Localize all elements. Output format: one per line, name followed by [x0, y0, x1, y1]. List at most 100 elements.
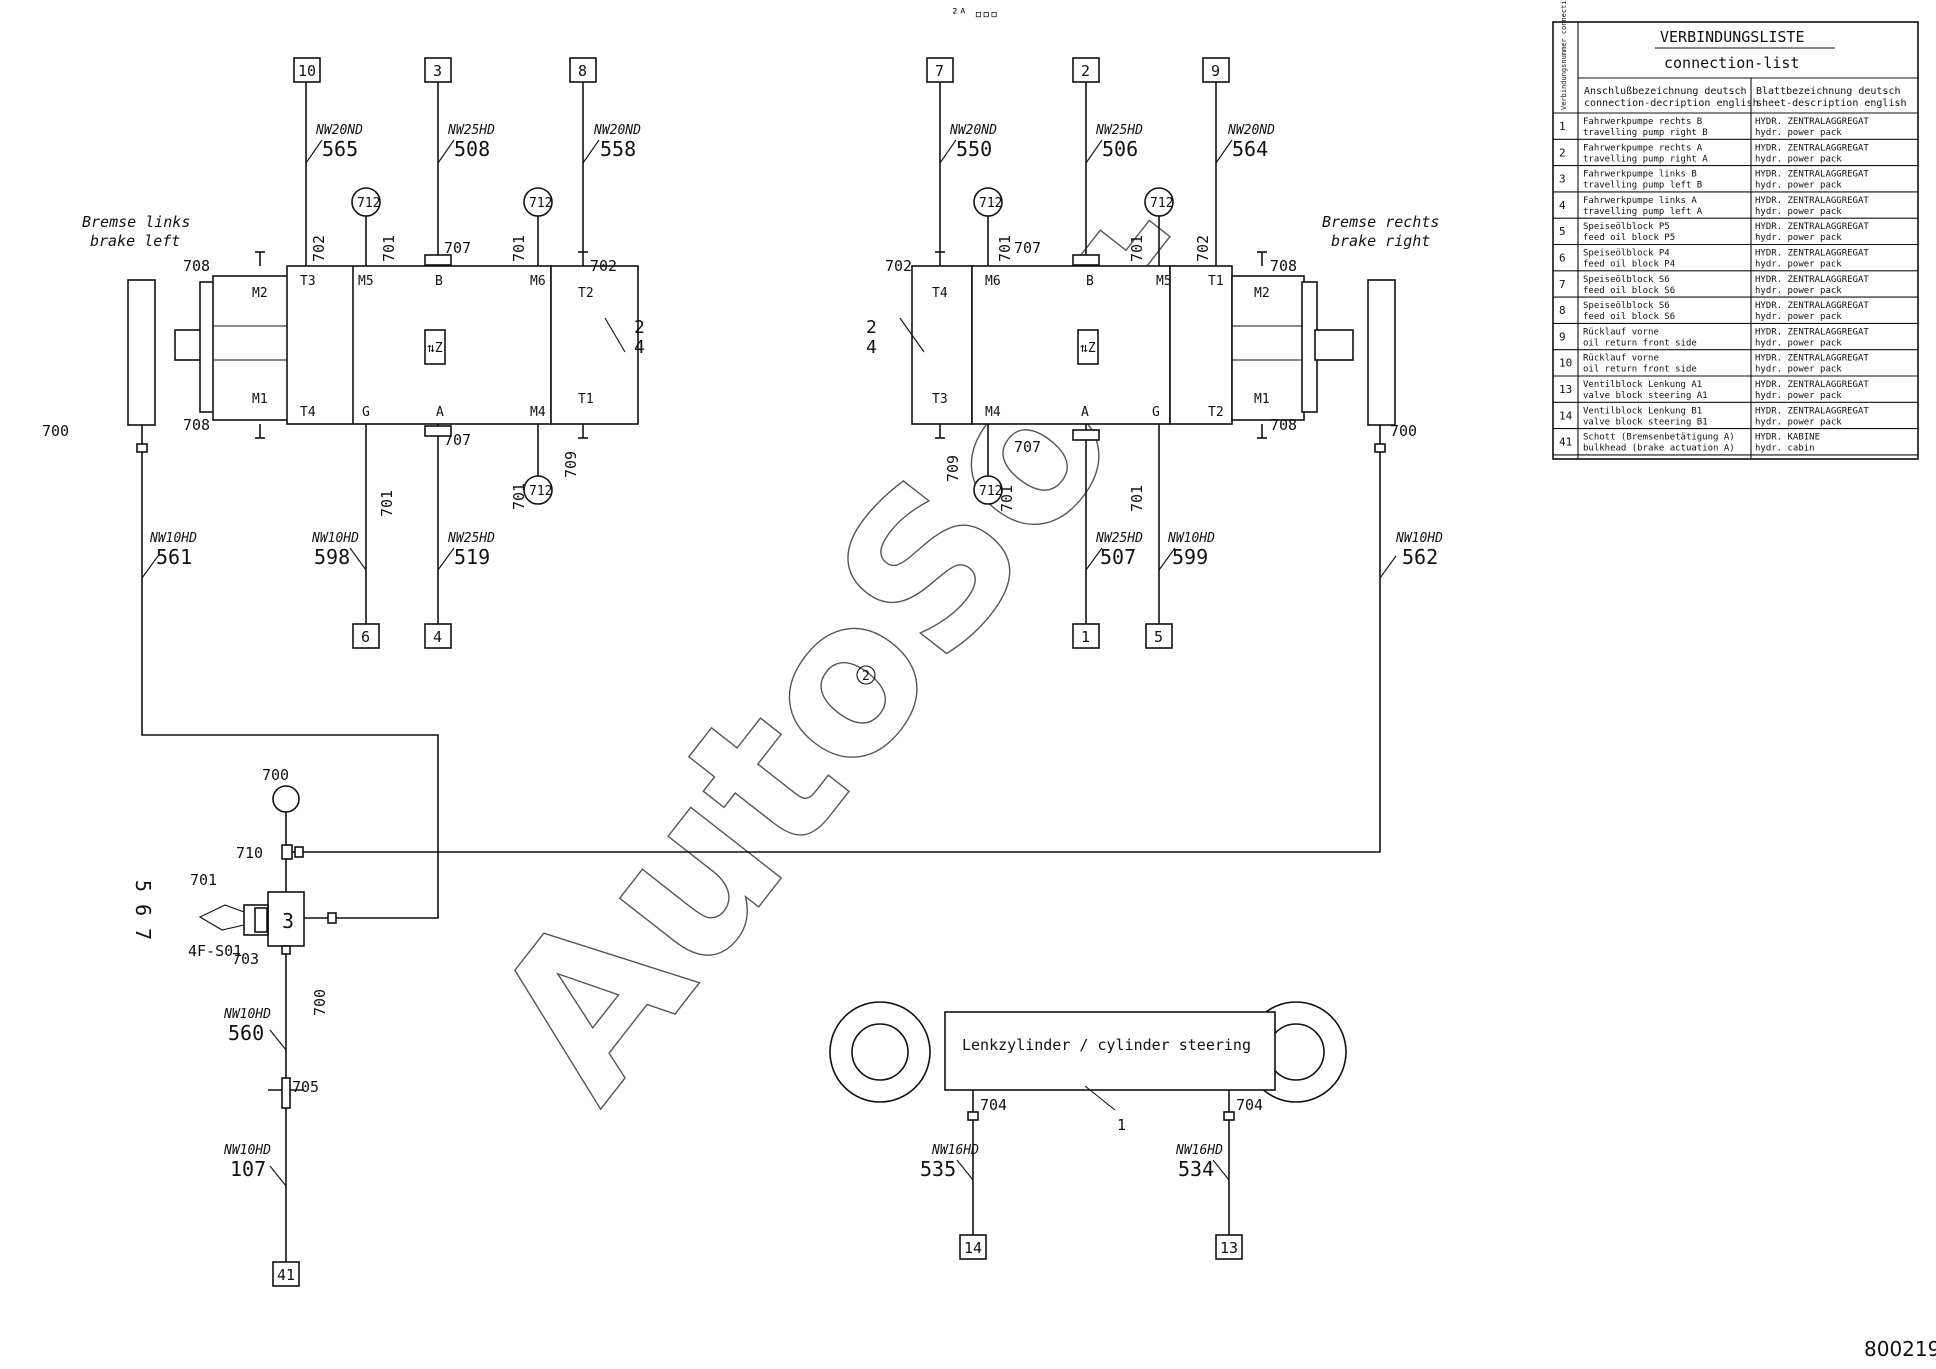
callout-2: 2 — [862, 669, 870, 684]
table-row-number: 1 — [1559, 120, 1566, 133]
port-m4: M4 — [530, 405, 546, 420]
port-t2: T2 — [1208, 405, 1224, 420]
gauge-712: 712 — [357, 196, 380, 211]
table-title-de: VERBINDUNGSLISTE — [1660, 28, 1805, 46]
right-side-label-b: 4 — [866, 337, 877, 358]
port-m1: M1 — [1254, 392, 1270, 407]
label-709: 709 — [562, 451, 580, 478]
label-708: 708 — [183, 257, 210, 275]
table-row-number: 8 — [1559, 304, 1566, 317]
label-701: 701 — [1128, 235, 1146, 262]
table-row-number: 6 — [1559, 252, 1566, 265]
terminal-41: 41 — [277, 1266, 295, 1284]
hose-type-534: NW16HD — [1175, 1143, 1223, 1158]
port-t4: T4 — [300, 405, 316, 420]
table-row-connection-en: feed oil block P4 — [1583, 260, 1675, 270]
hose-type-508: NW25HD — [447, 123, 495, 138]
terminal-7: 7 — [935, 62, 944, 80]
table-row-connection-de: Speiseölblock P5 — [1583, 222, 1670, 232]
port-b: B — [435, 274, 443, 289]
label-701: 701 — [510, 483, 528, 510]
table-row-connection-en: feed oil block S6 — [1583, 312, 1675, 322]
table-col1-en: connection-decription english — [1584, 98, 1759, 109]
terminal-6: 6 — [361, 628, 370, 646]
label-704: 704 — [1236, 1096, 1263, 1114]
label-700: 700 — [311, 989, 329, 1016]
port-a: A — [1081, 405, 1089, 420]
table-row-connection-de: Speiseölblock S6 — [1583, 275, 1670, 285]
terminal-2: 2 — [1081, 62, 1090, 80]
brake-left-en: brake left — [90, 232, 180, 250]
label-700: 700 — [262, 766, 289, 784]
table-row-number: 13 — [1559, 383, 1572, 396]
gauge-712: 712 — [979, 484, 1002, 499]
gauge-712: 712 — [529, 196, 552, 211]
terminal-1: 1 — [1081, 628, 1090, 646]
hose-type-506: NW25HD — [1095, 123, 1143, 138]
hose-type-599: NW10HD — [1167, 531, 1215, 546]
table-row-sheet-en: hydr. power pack — [1755, 338, 1842, 348]
terminal-13: 13 — [1220, 1239, 1238, 1257]
table-row-number: 10 — [1559, 357, 1572, 370]
table-row-connection-de: Schott (Bremsenbetätigung A) — [1583, 433, 1735, 443]
hose-type-535: NW16HD — [931, 1143, 979, 1158]
table-row-connection-en: travelling pump left B — [1583, 181, 1702, 191]
table-col1-de: Anschlußbezeichnung deutsch — [1584, 86, 1747, 97]
hose-type-558: NW20ND — [593, 123, 641, 138]
connection-list-table: VERBINDUNGSLISTE connection-list Verbind… — [1552, 0, 1919, 460]
hose-506: 506 — [1102, 137, 1138, 161]
label-702: 702 — [885, 257, 912, 275]
right-side-label: 2 — [866, 317, 877, 338]
table-row-number: 2 — [1559, 146, 1566, 159]
port-t2: T2 — [578, 286, 594, 301]
hose-507: 507 — [1100, 545, 1136, 569]
left-pump-unit: Bremse links brake left ⇅Z M2 M1 T3 T4 M… — [42, 187, 645, 517]
port-t3: T3 — [300, 274, 316, 289]
table-row-sheet-de: HYDR. ZENTRALAGGREGAT — [1755, 143, 1869, 153]
terminal-9: 9 — [1211, 62, 1220, 80]
hose-type-562: NW10HD — [1395, 531, 1443, 546]
table-row-sheet-en: hydr. power pack — [1755, 286, 1842, 296]
table-row-number: 41 — [1559, 436, 1572, 449]
left-bottom-hoses: NW10HD 598 NW25HD 519 — [311, 424, 495, 624]
table-row-sheet-en: hydr. power pack — [1755, 207, 1842, 217]
label-703: 703 — [232, 950, 259, 968]
brake-block-left — [127, 279, 156, 426]
port-m5: M5 — [1156, 274, 1172, 289]
port-t1: T1 — [1208, 274, 1224, 289]
table-title-en: connection-list — [1664, 54, 1799, 72]
table-row-connection-de: Fahrwerkpumpe links B — [1583, 170, 1697, 180]
table-row-sheet-de: HYDR. ZENTRALAGGREGAT — [1755, 222, 1869, 232]
drawing-number: 800219 — [1864, 1337, 1936, 1361]
port-m2: M2 — [1254, 286, 1270, 301]
table-row-connection-en: oil return front side — [1583, 365, 1697, 375]
table-row-connection-de: Ventilblock Lenkung B1 — [1583, 406, 1702, 416]
hose-type-519: NW25HD — [447, 531, 495, 546]
brake-lines: NW10HD 561 NW10HD 562 — [136, 425, 1443, 919]
table-row-number: 9 — [1559, 330, 1566, 343]
right-center-icon: ⇅Z — [1080, 341, 1096, 356]
port-m1: M1 — [252, 392, 268, 407]
label-701: 701 — [380, 235, 398, 262]
terminal-3: 3 — [433, 62, 442, 80]
label-707: 707 — [1014, 239, 1041, 257]
left-side-label: 2 — [634, 317, 645, 338]
brake-right-de: Bremse rechts — [1322, 213, 1439, 231]
terminal-10: 10 — [298, 62, 316, 80]
table-row-number: 14 — [1559, 409, 1573, 422]
label-701: 701 — [378, 490, 396, 517]
hose-type-598: NW10HD — [311, 531, 359, 546]
hose-562: 562 — [1402, 545, 1438, 569]
table-row-number: 4 — [1559, 199, 1566, 212]
terminal-8: 8 — [578, 62, 587, 80]
table-row-number: 5 — [1559, 225, 1566, 238]
table-col2-de: Blattbezeichnung deutsch — [1756, 86, 1901, 97]
hose-type-550: NW20ND — [949, 123, 997, 138]
label-701: 701 — [510, 235, 528, 262]
table-row-connection-en: oil return front side — [1583, 338, 1697, 348]
table-row-sheet-de: HYDR. ZENTRALAGGREGAT — [1755, 327, 1869, 337]
gauge-712: 712 — [1150, 196, 1173, 211]
label-701: 701 — [998, 485, 1016, 512]
cylinder-label: Lenkzylinder / cylinder steering — [962, 1036, 1251, 1054]
